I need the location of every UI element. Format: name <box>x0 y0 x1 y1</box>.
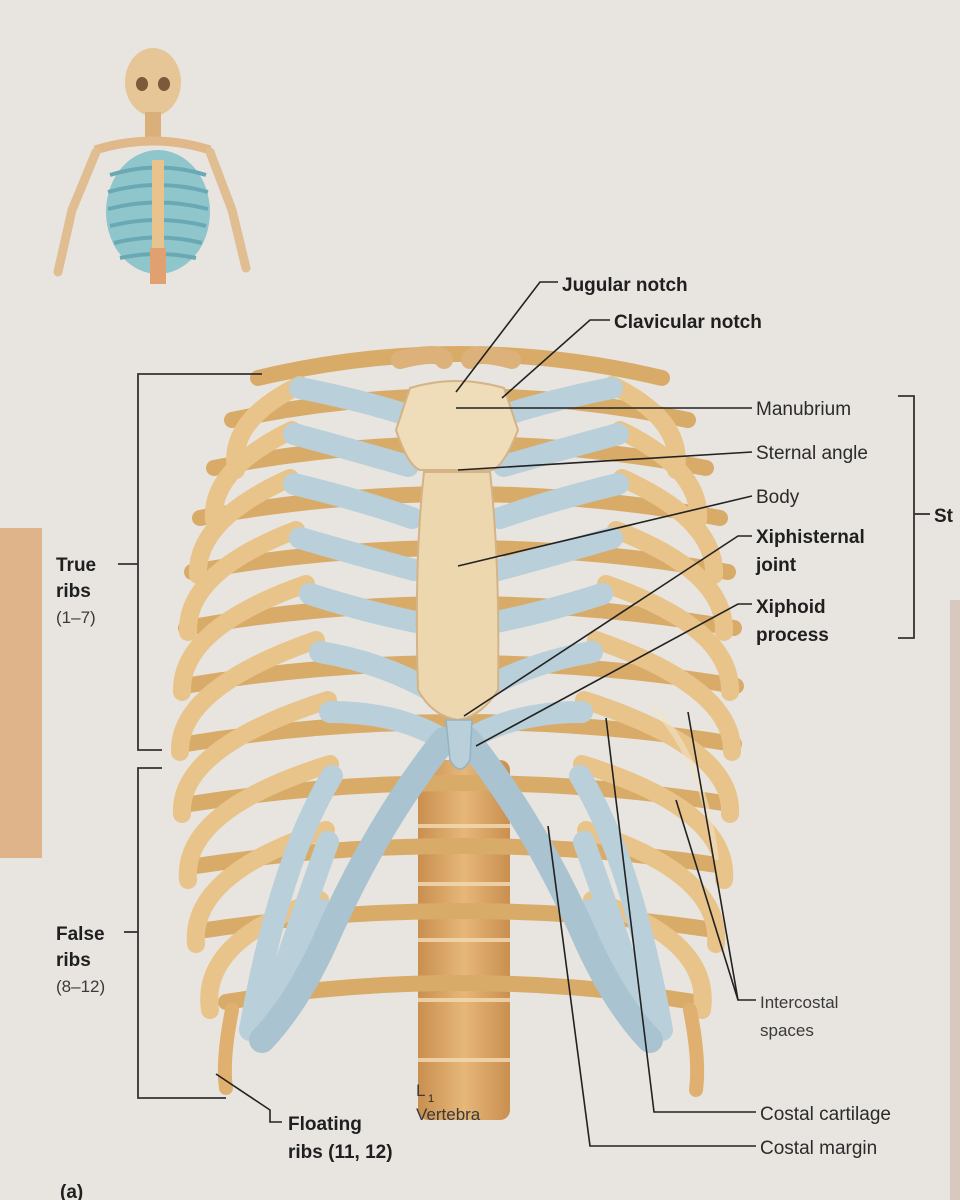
sternum-body-shape <box>415 471 500 722</box>
true-ribs-bracket <box>137 373 262 751</box>
label-floating-ribs-2: ribs (11, 12) <box>288 1142 393 1163</box>
label-true-ribs-1: True <box>56 555 96 576</box>
thoracic-cage <box>171 346 744 1120</box>
label-intercostal-spaces-1: Intercostal <box>760 993 838 1012</box>
label-l1: L <box>416 1081 425 1100</box>
label-l1-subscript: 1 <box>428 1093 434 1105</box>
label-false-ribs-2: ribs <box>56 950 91 971</box>
label-vertebra: Vertebra <box>416 1105 481 1124</box>
label-body: Body <box>756 487 800 508</box>
skeleton-thumbnail <box>53 48 251 284</box>
label-costal-cartilage: Costal cartilage <box>760 1104 891 1125</box>
label-clavicular-notch: Clavicular notch <box>614 312 762 333</box>
label-xiphisternal-joint-2: joint <box>755 555 797 576</box>
xiphoid-shape <box>445 719 473 770</box>
label-sternum-cut: St <box>934 506 954 527</box>
manubrium-shape <box>394 380 520 471</box>
right-edge-strip <box>950 600 960 1200</box>
labels: Jugular notch Clavicular notch Manubrium… <box>56 275 954 1200</box>
label-jugular-notch: Jugular notch <box>562 275 688 296</box>
label-intercostal-spaces-2: spaces <box>760 1021 814 1040</box>
false-ribs-bracket <box>137 767 226 1099</box>
label-xiphoid-process-2: process <box>756 625 829 646</box>
label-false-ribs-3: (8–12) <box>56 977 105 996</box>
label-true-ribs-2: ribs <box>56 581 91 602</box>
label-floating-ribs-1: Floating <box>288 1114 362 1135</box>
label-false-ribs-1: False <box>56 924 105 945</box>
label-manubrium: Manubrium <box>756 399 851 420</box>
label-costal-margin: Costal margin <box>760 1138 877 1159</box>
label-figure-letter: (a) <box>60 1182 83 1200</box>
leader-lines <box>215 281 756 1147</box>
sternum-bracket <box>898 395 915 639</box>
side-tab <box>0 528 42 858</box>
label-xiphisternal-joint-1: Xiphisternal <box>756 527 865 548</box>
label-true-ribs-3: (1–7) <box>56 608 96 627</box>
label-xiphoid-process-1: Xiphoid <box>756 597 826 618</box>
brackets <box>118 373 930 1099</box>
label-sternal-angle: Sternal angle <box>756 443 868 464</box>
